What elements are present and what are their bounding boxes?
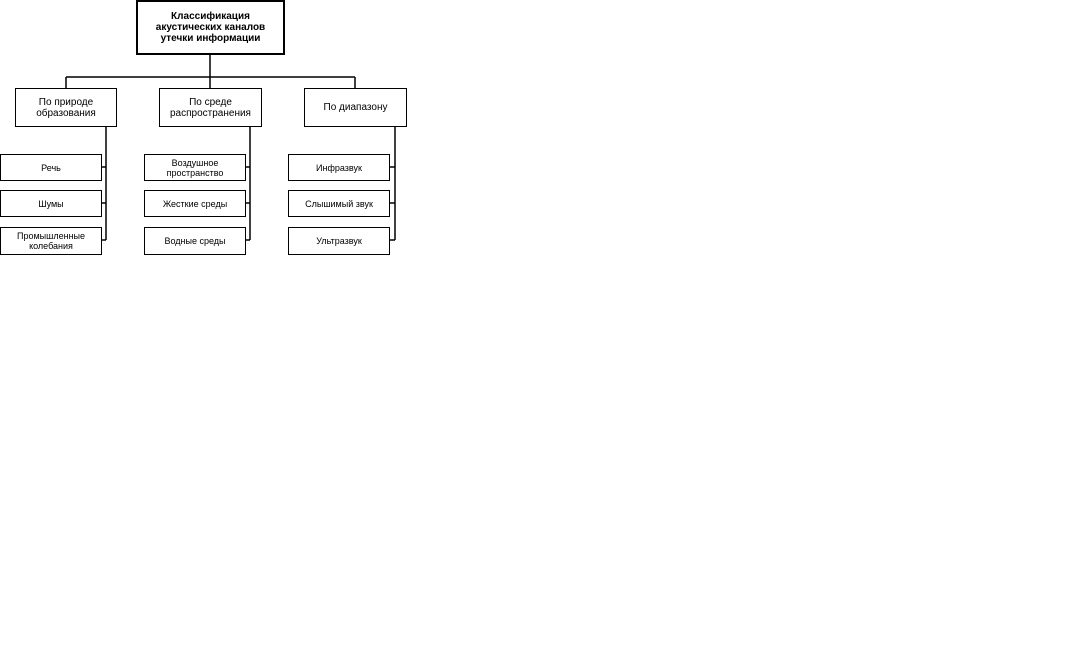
leaf-label: Инфразвук bbox=[316, 162, 362, 173]
leaf-label: Жесткие среды bbox=[162, 198, 228, 209]
leaf-label: Воздушное пространство bbox=[166, 157, 224, 178]
root-node: Классификация акустических каналов утечк… bbox=[136, 0, 285, 55]
leaf-label: Промышленные колебания bbox=[16, 231, 86, 251]
category-node-medium: По среде распространения bbox=[159, 88, 262, 127]
leaf-node-water-media: Водные среды bbox=[144, 227, 246, 255]
category-node-origin: По природе образования bbox=[15, 88, 117, 127]
leaf-label: Речь bbox=[41, 162, 61, 173]
category-node-range: По диапазону bbox=[304, 88, 407, 127]
leaf-label: Слышимый звук bbox=[305, 198, 373, 209]
leaf-node-ultrasound: Ультразвук bbox=[288, 227, 390, 255]
leaf-label: Ультразвук bbox=[316, 236, 362, 246]
category-label: По диапазону bbox=[323, 102, 388, 113]
leaf-node-audible-sound: Слышимый звук bbox=[288, 190, 390, 217]
root-label: Классификация акустических каналов утечк… bbox=[155, 11, 266, 44]
leaf-node-industrial-vibrations: Промышленные колебания bbox=[0, 227, 102, 255]
leaf-node-infrasound: Инфразвук bbox=[288, 154, 390, 181]
leaf-node-noise: Шумы bbox=[0, 190, 102, 217]
leaf-node-air: Воздушное пространство bbox=[144, 154, 246, 181]
leaf-node-speech: Речь bbox=[0, 154, 102, 181]
leaf-label: Водные среды bbox=[164, 236, 226, 246]
leaf-label: Шумы bbox=[38, 198, 64, 209]
category-label: По природе образования bbox=[36, 96, 96, 119]
leaf-node-solid-media: Жесткие среды bbox=[144, 190, 246, 217]
category-label: По среде распространения bbox=[170, 96, 251, 119]
